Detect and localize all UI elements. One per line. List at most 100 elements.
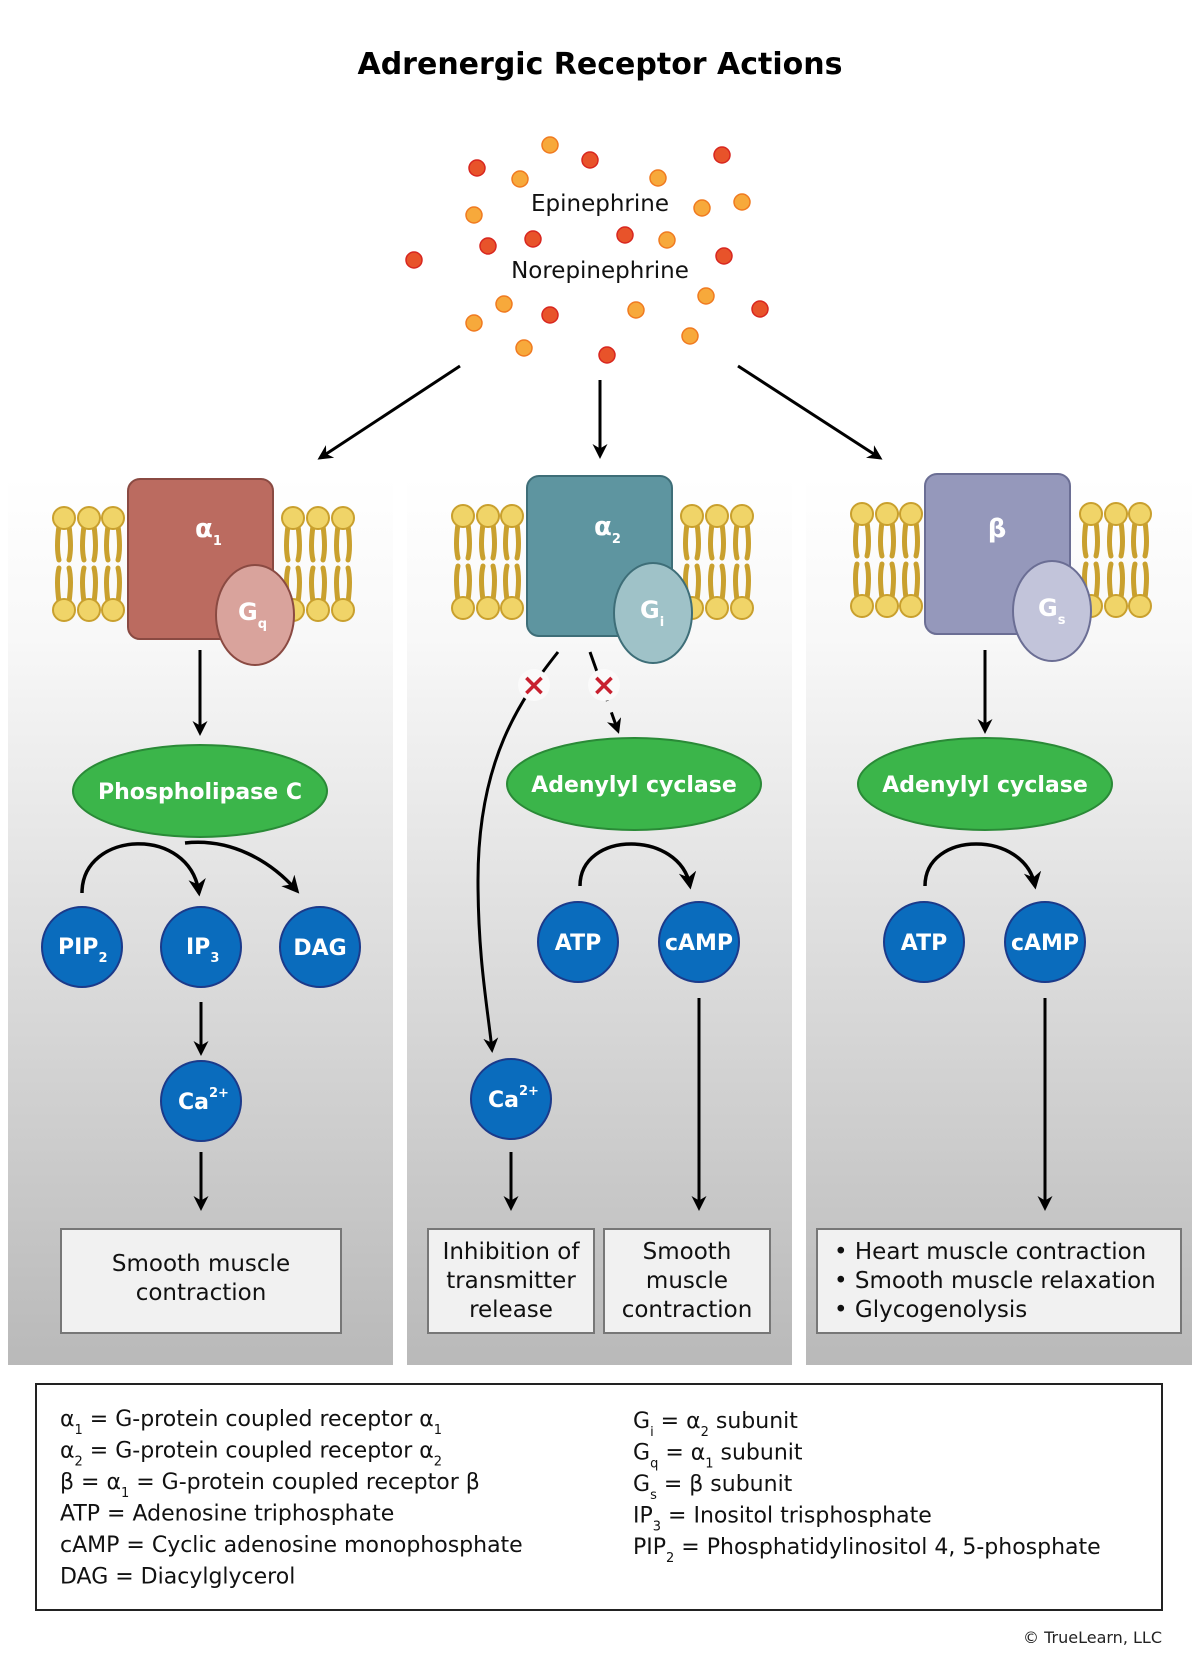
phospholipase-c-label: Phospholipase C (98, 780, 302, 805)
outcome-beta-line3: • Glycogenolysis (834, 1297, 1027, 1323)
ligand-molecule (515, 339, 533, 357)
phospholipid (77, 506, 101, 622)
legend-entry: cAMP = Cyclic adenosine monophosphate (60, 1533, 523, 1558)
calcium-label-alpha2: Ca2+ (488, 1084, 539, 1113)
gi-protein (613, 562, 693, 664)
outcome-box-inhibition (427, 1228, 595, 1334)
outcome-inhibition-line3: release (469, 1297, 553, 1323)
inhibited-path-to-calcium (476, 651, 560, 1053)
camp-molecule-beta (1004, 901, 1086, 983)
gs-protein (1012, 560, 1092, 662)
phospholipid (331, 506, 355, 622)
legend-entry: DAG = Diacylglycerol (60, 1565, 295, 1590)
outcome-contraction-line2: muscle (646, 1268, 728, 1294)
phospholipid (451, 504, 475, 620)
camp-label-beta: cAMP (1011, 931, 1079, 956)
ligand-molecule (581, 151, 599, 169)
panel-alpha2: α2 Gi × × Adenylyl cyclase ATP cAMP Ca2+… (427, 475, 771, 1334)
ligand-molecule (465, 206, 483, 224)
phospholipid (705, 504, 729, 620)
outcome-beta-line2: • Smooth muscle relaxation (834, 1268, 1156, 1294)
inhibit-x-icon-1: × (521, 668, 546, 703)
adenylyl-cyclase-alpha2 (506, 737, 762, 831)
ligand-dots (405, 136, 769, 364)
gq-protein-label: Gq (238, 598, 267, 632)
pip2-molecule (41, 906, 123, 988)
outcome-inhibition-line1: Inhibition of (443, 1239, 581, 1265)
atp-label-beta: ATP (901, 931, 947, 956)
camp-molecule-alpha2 (658, 901, 740, 983)
legend-entry: PIP2 = Phosphatidylinositol 4, 5-phospha… (633, 1535, 1101, 1566)
alpha1-receptor-label: α1 (195, 514, 222, 549)
phospholipid (52, 506, 76, 622)
panel-alpha1: α1 Gq Phospholipase C PIP2 IP3 DAG Ca2+ … (41, 478, 361, 1334)
dag-molecule (279, 906, 361, 988)
outcome-contraction-line1: Smooth (643, 1239, 732, 1265)
beta-receptor-label: β (988, 514, 1007, 544)
gs-protein-label: Gs (1038, 594, 1066, 628)
ligand-molecule (693, 199, 711, 217)
ligand-molecule (598, 346, 616, 364)
diagram-title: Adrenergic Receptor Actions (357, 47, 842, 82)
legend-entry: Gi = α2 subunit (633, 1409, 798, 1440)
outcome-contraction-line3: contraction (622, 1297, 753, 1323)
arrow-to-beta (737, 364, 883, 460)
panel-beta: β Gs Adenylyl cyclase ATP cAMP • Heart m… (816, 473, 1182, 1334)
phospholipid (306, 506, 330, 622)
outcome-beta-line1: • Heart muscle contraction (834, 1239, 1146, 1265)
phospholipid (899, 502, 923, 618)
ligand-molecule (524, 230, 542, 248)
gq-protein (215, 564, 295, 666)
outcome-box-contraction (603, 1228, 771, 1334)
arc-pip2-to-ip3 (80, 842, 206, 897)
ligand-molecule (715, 247, 733, 265)
ligand-molecule (697, 287, 715, 305)
ligand-molecule (713, 146, 731, 164)
calcium-ion-alpha2 (470, 1058, 552, 1140)
ligand-molecule (541, 136, 559, 154)
arc-pip2-to-dag (184, 840, 300, 894)
legend-entry: ATP = Adenosine triphosphate (60, 1502, 394, 1527)
gi-protein-label: Gi (640, 596, 664, 630)
ligand-molecule (465, 314, 483, 332)
adenylyl-cyclase-beta-label: Adenylyl cyclase (882, 773, 1088, 798)
ligand-molecule (541, 306, 559, 324)
norepinephrine-label: Norepinephrine (511, 258, 689, 284)
adenylyl-cyclase-beta (857, 737, 1113, 831)
epinephrine-label: Epinephrine (531, 191, 669, 217)
camp-label-alpha2: cAMP (665, 931, 733, 956)
ligand-molecule (405, 251, 423, 269)
dag-label: DAG (293, 936, 346, 961)
pip2-label: PIP2 (58, 935, 107, 966)
inhibit-x-icon-2: × (591, 668, 616, 703)
ligand-molecule (495, 295, 513, 313)
phospholipid (476, 504, 500, 620)
ligand-molecule (658, 231, 676, 249)
adenylyl-cyclase-alpha2-label: Adenylyl cyclase (531, 773, 737, 798)
ligand-molecule (479, 237, 497, 255)
ligand-molecule (649, 169, 667, 187)
outcome-alpha1-line2: contraction (136, 1280, 267, 1306)
arc-atp-to-camp-beta (923, 842, 1042, 890)
outcome-inhibition-line2: transmitter (446, 1268, 576, 1294)
phospholipid (875, 502, 899, 618)
cell-membranes (52, 502, 1152, 622)
phospholipid (850, 502, 874, 618)
phospholipase-c-enzyme (72, 744, 328, 838)
inhibit-mark-bg-2 (588, 669, 620, 701)
ligand-molecule (616, 226, 634, 244)
arrow-to-alpha1 (317, 364, 461, 460)
atp-molecule-beta (883, 901, 965, 983)
legend-entry: β = α1 = G-protein coupled receptor β (60, 1470, 480, 1501)
phospholipid (1128, 502, 1152, 618)
ip3-label: IP3 (186, 935, 219, 966)
outcome-box-alpha1 (60, 1228, 342, 1334)
legend-entry: α1 = G-protein coupled receptor α1 (60, 1407, 442, 1438)
legend-entry: Gs = β subunit (633, 1472, 793, 1503)
outcome-box-beta (816, 1228, 1182, 1334)
alpha2-receptor-label: α2 (594, 512, 621, 547)
ligand-molecule (511, 170, 529, 188)
legend-box (35, 1383, 1163, 1611)
